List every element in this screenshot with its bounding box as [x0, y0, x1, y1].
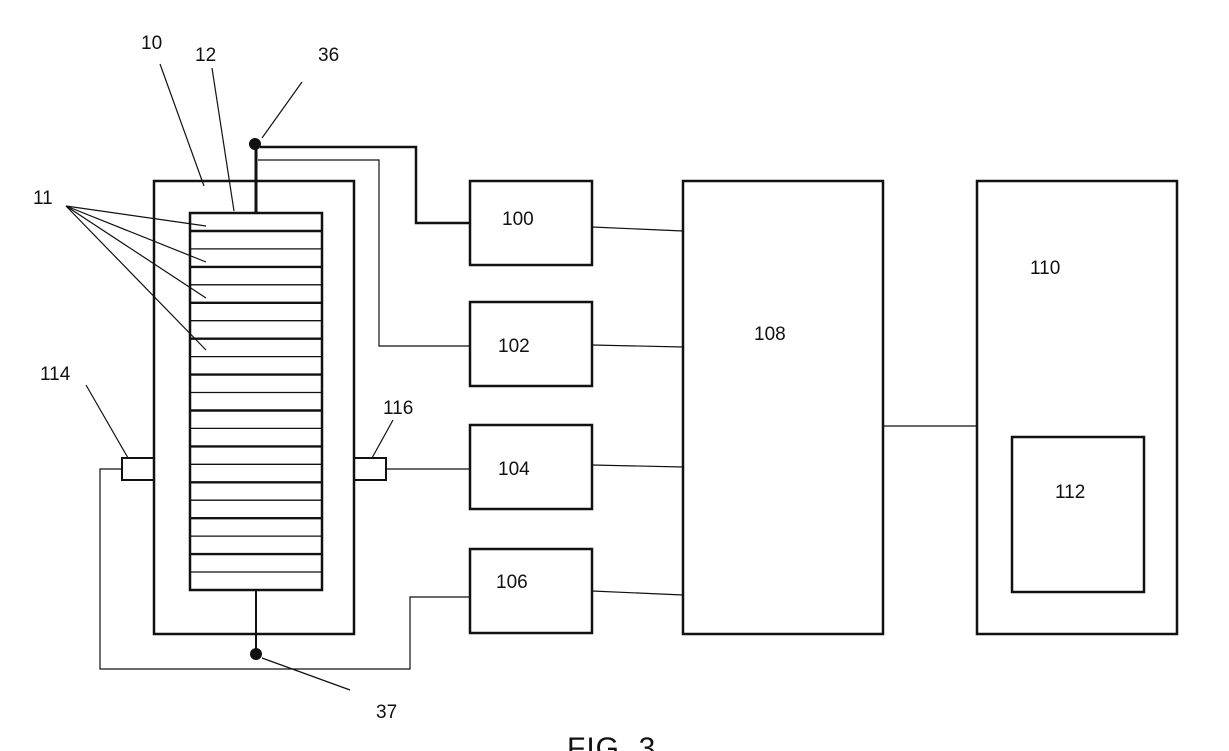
- wire-106-to-108: [592, 591, 683, 595]
- label-12: 12: [195, 45, 216, 66]
- label-36: 36: [318, 45, 339, 66]
- controller-108: [683, 181, 883, 634]
- leader-11-d: [66, 206, 206, 350]
- wire-114-to-106: [100, 469, 470, 669]
- label-112: 112: [1055, 482, 1085, 503]
- label-110: 110: [1030, 258, 1060, 279]
- leader-lines: [66, 64, 393, 690]
- module-106: [470, 549, 592, 633]
- leader-11-a: [66, 206, 206, 226]
- wire-36-to-102: [258, 160, 470, 346]
- wire-36-to-100: [260, 147, 470, 223]
- sensor-114: [122, 458, 154, 480]
- label-108: 108: [754, 324, 786, 345]
- label-100: 100: [502, 209, 534, 230]
- leader-116: [372, 420, 393, 458]
- label-37: 37: [376, 702, 397, 723]
- unit-112: [1012, 437, 1144, 592]
- module-102: [470, 302, 592, 386]
- label-10: 10: [141, 33, 162, 54]
- label-116: 116: [383, 398, 413, 419]
- figure-caption: FIG. 3: [567, 732, 656, 751]
- leader-12: [212, 68, 234, 211]
- leader-11-b: [66, 206, 206, 262]
- label-104: 104: [498, 459, 530, 480]
- wire-102-to-108: [592, 345, 683, 347]
- label-106: 106: [496, 572, 528, 593]
- label-102: 102: [498, 336, 530, 357]
- leader-114: [86, 385, 128, 458]
- wire-104-to-108: [592, 465, 683, 467]
- leader-11-c: [66, 206, 206, 298]
- wire-100-to-108: [592, 227, 683, 231]
- label-114: 114: [40, 364, 71, 385]
- label-11: 11: [33, 188, 53, 209]
- leader-36: [262, 82, 302, 138]
- cell-plates: [190, 231, 322, 572]
- terminal-36-node: [249, 138, 261, 150]
- device-110: [977, 181, 1177, 634]
- cell-stack-12: [190, 213, 322, 590]
- module-104: [470, 425, 592, 509]
- sensor-116: [354, 458, 386, 480]
- leader-10: [160, 64, 204, 186]
- leader-37: [262, 658, 350, 690]
- terminal-37-node: [250, 648, 262, 660]
